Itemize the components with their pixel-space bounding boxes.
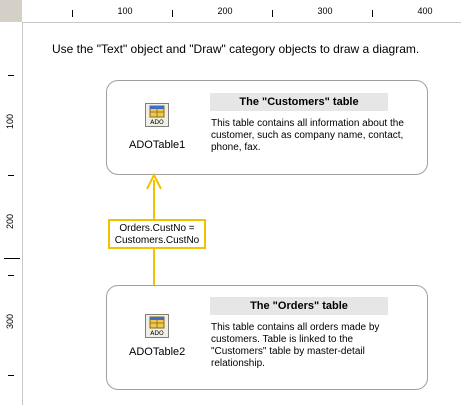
ado-icon-caption: ADO (150, 330, 164, 337)
component-name-label: ADOTable2 (129, 346, 186, 358)
table-title: The "Customers" table (210, 93, 388, 111)
ruler-tick (8, 375, 14, 376)
vertical-ruler: 100 200 300 (0, 22, 23, 405)
ruler-tick (8, 75, 14, 76)
ruler-label-400: 400 (417, 6, 433, 16)
relationship-label[interactable]: Orders.CustNo = Customers.CustNo (108, 219, 206, 249)
ruler-tick (372, 10, 373, 17)
ruler-tick (8, 175, 14, 176)
ado-table-icon[interactable]: ADO (145, 314, 169, 338)
ruler-label-300: 300 (317, 6, 333, 16)
ruler-label-100: 100 (117, 6, 133, 16)
ruler-tick (8, 275, 14, 276)
table-description: This table contains all information abou… (211, 118, 404, 153)
ruler-tick (172, 10, 173, 17)
arrow-up-icon (146, 172, 162, 190)
ruler-tick (272, 10, 273, 17)
component-name-label: ADOTable1 (129, 139, 186, 151)
customers-table-card[interactable]: ADO ADOTable1 The "Customers" table This… (106, 80, 428, 175)
table-description: This table contains all orders made by c… (211, 322, 380, 369)
ruler-tick (72, 10, 73, 17)
ruler-cursor-marker (4, 258, 20, 259)
relationship-label-line2: Customers.CustNo (114, 235, 200, 246)
relationship-label-line1: Orders.CustNo = (119, 223, 195, 234)
ruler-corner (0, 0, 22, 22)
ado-table-icon[interactable]: ADO (145, 103, 169, 127)
ado-icon-caption: ADO (150, 119, 164, 126)
instruction-text: Use the "Text" object and "Draw" categor… (52, 42, 420, 56)
orders-table-card[interactable]: ADO ADOTable2 The "Orders" table This ta… (106, 285, 428, 390)
table-title: The "Orders" table (210, 297, 388, 315)
horizontal-ruler: 100 200 300 400 (22, 0, 461, 23)
ruler-label-200: 200 (217, 6, 233, 16)
